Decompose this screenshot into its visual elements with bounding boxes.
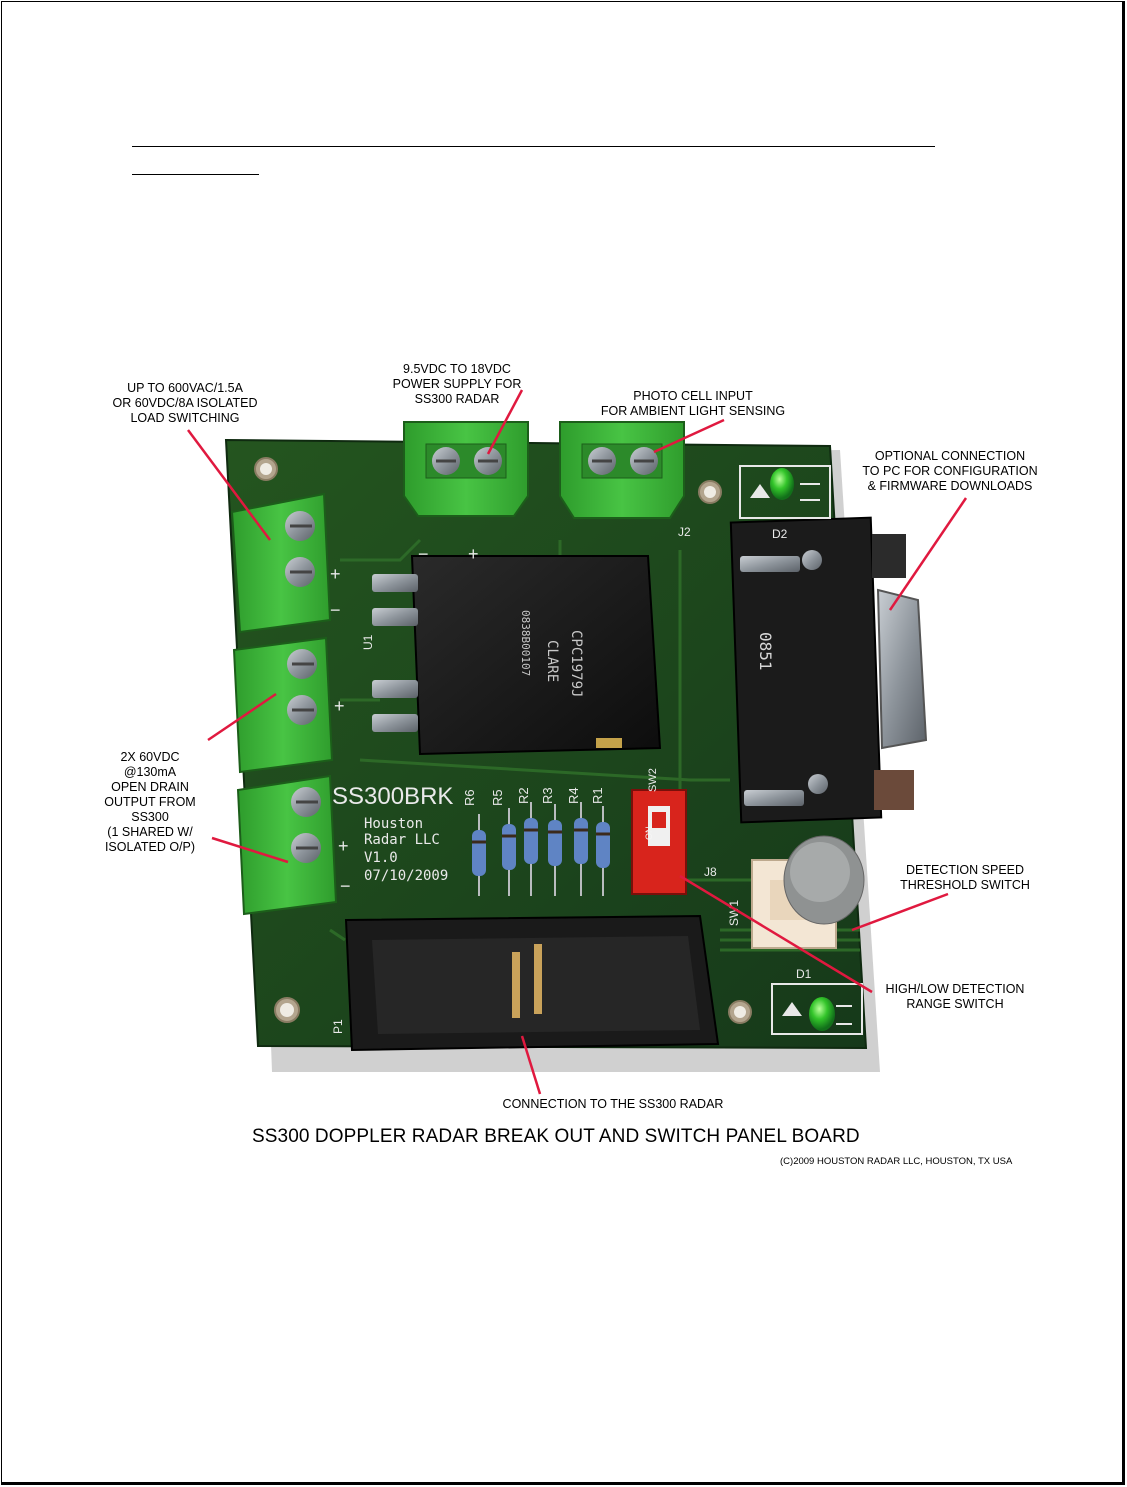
resistor-label: R6	[462, 789, 477, 806]
dip-switch-sw2	[631, 789, 687, 895]
label-sw2: SW2	[647, 768, 659, 792]
label-j8: J8	[704, 865, 717, 879]
mounting-holes	[254, 457, 752, 1024]
heading-underline-long	[132, 146, 935, 147]
minus-sign: −	[340, 876, 351, 896]
board-name: SS300BRK	[332, 783, 453, 810]
version-text: V1.0	[364, 850, 398, 866]
minus-sign: −	[330, 600, 341, 620]
db9-code-text: 0851	[756, 632, 775, 671]
pointer-lines	[186, 389, 968, 1095]
led-d2	[739, 465, 831, 519]
callout-speed-threshold: DETECTION SPEED THRESHOLD SWITCH	[900, 863, 1030, 892]
resistor-label: R2	[516, 787, 531, 804]
db9-connector: 0851	[729, 516, 928, 824]
relay-code-text: 0838B00107	[519, 610, 532, 676]
label-p1: P1	[331, 1019, 345, 1034]
copyright-text: (C)2009 HOUSTON RADAR LLC, HOUSTON, TX U…	[780, 1156, 1013, 1167]
date-text: 07/10/2009	[364, 868, 448, 884]
maker-line1: Houston	[364, 816, 423, 832]
relay-ref-label: U1	[361, 634, 375, 650]
relay-brand-text: CLARE	[544, 640, 560, 682]
ribbon-header-p1	[344, 914, 720, 1052]
callout-power-supply: 9.5VDC TO 18VDC POWER SUPPLY FOR SS300 R…	[392, 362, 522, 406]
resistor-bank	[472, 802, 610, 896]
minus-sign: −	[418, 544, 429, 564]
resistor-labels: R6 R5 R2 R3 R4 R1	[462, 787, 605, 806]
label-on: ON	[644, 827, 654, 841]
callout-radar-connection: CONNECTION TO THE SS300 RADAR	[502, 1097, 724, 1111]
terminal-power	[403, 421, 529, 517]
silkscreen: SS300BRK Houston Radar LLC V1.0 07/10/20…	[330, 525, 812, 1034]
callout-load-switching: UP TO 600VAC/1.5A OR 60VDC/8A ISOLATED L…	[112, 381, 258, 425]
callout-range-switch: HIGH/LOW DETECTION RANGE SWITCH	[885, 982, 1025, 1011]
callout-open-drain: 2X 60VDC @130mA OPEN DRAIN OUTPUT FROM S…	[104, 750, 196, 854]
plus-sign: +	[468, 544, 479, 564]
maker-line2: Radar LLC	[364, 832, 440, 848]
plus-sign: +	[330, 564, 341, 584]
label-j2: J2	[678, 525, 691, 539]
resistor-label: R5	[490, 789, 505, 806]
terminal-open-drain-1	[232, 636, 334, 774]
callout-photo-cell: PHOTO CELL INPUT FOR AMBIENT LIGHT SENSI…	[600, 389, 786, 418]
relay-u1: CPC1979J CLARE 0838B00107	[372, 555, 662, 756]
callout-pc-connection: OPTIONAL CONNECTION TO PC FOR CONFIGURAT…	[862, 449, 1038, 493]
led-d1	[771, 983, 863, 1035]
figure-caption: SS300 DOPPLER RADAR BREAK OUT AND SWITCH…	[252, 1126, 860, 1147]
plus-sign: +	[334, 696, 345, 716]
resistor-label: R1	[590, 787, 605, 804]
heading-underline-short	[132, 174, 259, 175]
resistor-label: R4	[566, 787, 581, 804]
relay-part-text: CPC1979J	[568, 630, 584, 697]
threshold-switch-sw1	[751, 835, 865, 949]
terminal-photocell	[559, 421, 685, 519]
terminal-open-drain-2	[236, 774, 338, 916]
resistor-label: R3	[540, 787, 555, 804]
plus-sign: +	[338, 836, 349, 856]
terminal-load	[230, 492, 332, 634]
label-d1: D1	[796, 967, 812, 981]
label-d2: D2	[772, 527, 788, 541]
